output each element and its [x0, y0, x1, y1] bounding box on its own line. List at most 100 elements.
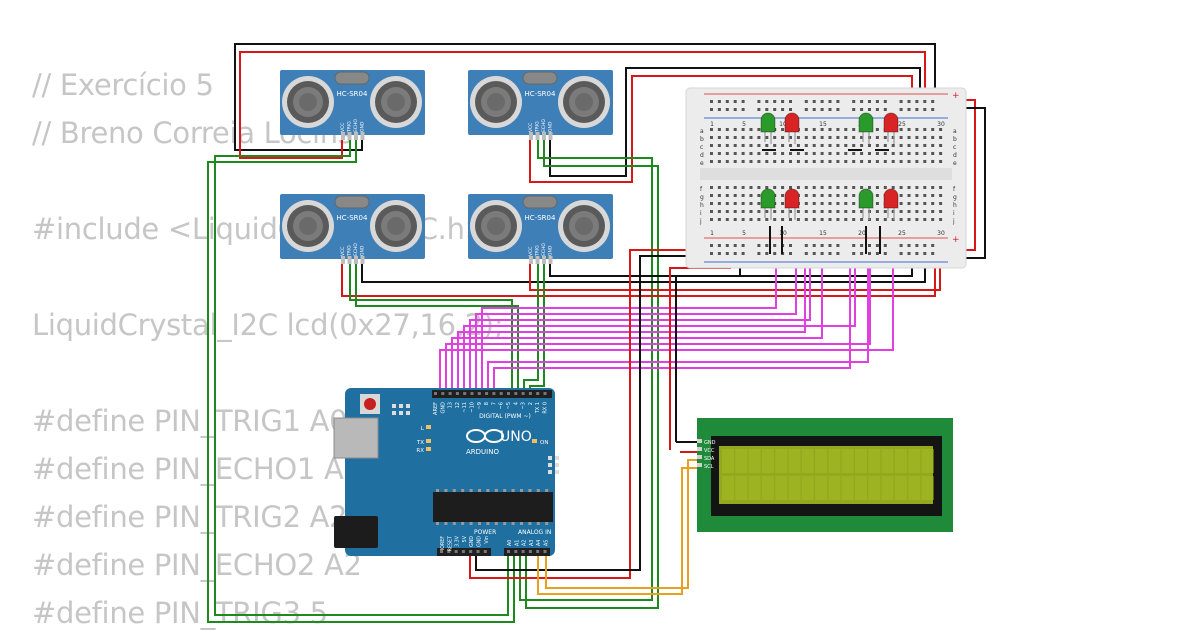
transducer-center — [387, 217, 405, 235]
hole — [868, 100, 871, 103]
hole — [915, 202, 919, 205]
chip-pin — [469, 489, 473, 492]
hole — [757, 202, 761, 205]
hole — [796, 210, 800, 213]
header-pin — [434, 392, 437, 395]
hole — [907, 218, 911, 221]
hole — [931, 218, 935, 221]
hole — [875, 160, 879, 163]
hole — [931, 244, 935, 247]
hole — [828, 202, 832, 205]
hole — [820, 108, 824, 111]
hole — [860, 144, 864, 147]
hole — [931, 202, 935, 205]
hole — [836, 186, 840, 189]
digital-header — [432, 390, 552, 398]
hole — [765, 108, 769, 111]
hole — [804, 244, 808, 247]
chip-pin — [494, 489, 498, 492]
chip-pin — [486, 522, 490, 525]
digital-pin-label: ~11 — [462, 402, 468, 413]
hole — [883, 218, 887, 221]
hole — [836, 160, 840, 163]
sensor-pin-label: TRIG — [535, 121, 541, 133]
lcd-char-cell — [828, 449, 841, 473]
chip-pin — [461, 522, 465, 525]
hole — [796, 136, 800, 139]
header-pin — [469, 550, 473, 553]
hole — [812, 152, 816, 155]
hole — [891, 152, 895, 155]
wire — [549, 67, 921, 177]
wire — [525, 130, 659, 609]
lcd-char-cell — [801, 449, 814, 473]
lcd-char-cell — [788, 449, 801, 473]
hole — [773, 144, 777, 147]
hole — [844, 194, 848, 197]
sensor-pin-label: GND — [360, 245, 366, 256]
hole — [836, 144, 840, 147]
hole — [852, 160, 856, 163]
sensor-pin — [542, 132, 546, 140]
column-number: 5 — [742, 121, 746, 128]
hole — [836, 244, 840, 247]
row-letter: j — [952, 218, 955, 225]
hole — [789, 144, 792, 147]
hole — [852, 252, 856, 255]
hole — [907, 128, 911, 131]
hole — [757, 144, 761, 147]
hole — [883, 152, 887, 155]
header-pin — [528, 392, 532, 395]
hole — [899, 252, 903, 255]
hole — [923, 152, 927, 155]
hole — [939, 160, 943, 163]
hole — [804, 152, 808, 155]
hole — [915, 210, 919, 213]
hole — [717, 100, 721, 103]
hole — [789, 186, 792, 189]
hole — [931, 194, 935, 197]
wires — [207, 43, 986, 623]
hole — [899, 210, 903, 213]
hole — [883, 136, 887, 139]
hole — [773, 136, 777, 139]
sensor-pin — [360, 256, 365, 264]
hole — [931, 152, 935, 155]
hole — [773, 100, 777, 103]
chip-pin — [528, 522, 532, 525]
header-pin — [476, 550, 480, 553]
wire — [537, 467, 700, 595]
sensor-pin — [548, 132, 553, 140]
sensor-pin-label: TRIG — [347, 121, 353, 133]
hole — [875, 100, 879, 103]
header-pin — [528, 550, 532, 553]
column-number: 10 — [779, 230, 787, 237]
hole — [710, 100, 713, 103]
hole — [725, 186, 729, 189]
row-letter: b — [700, 136, 704, 143]
code-line: // Exercício 5 — [32, 68, 214, 102]
hole — [883, 160, 887, 163]
lcd-char-cell — [815, 476, 828, 500]
hole — [852, 136, 856, 139]
lcd-char-cell — [894, 476, 907, 500]
hole — [828, 210, 832, 213]
hole — [717, 218, 721, 221]
hole — [741, 194, 745, 197]
hole — [907, 160, 911, 163]
hole — [773, 252, 777, 255]
transducer-center — [487, 217, 505, 235]
lcd-char-cell — [921, 449, 934, 473]
row-letter: a — [700, 128, 704, 135]
hole — [875, 202, 879, 205]
hole — [875, 194, 879, 197]
chip-pin — [444, 522, 448, 525]
hole — [710, 108, 713, 111]
hole — [765, 144, 769, 147]
hole — [820, 194, 824, 197]
hole — [725, 136, 729, 139]
sensor-pin-label: TRIG — [535, 245, 541, 257]
hole — [710, 202, 713, 205]
hole — [749, 194, 753, 197]
logo-ring — [484, 429, 504, 443]
